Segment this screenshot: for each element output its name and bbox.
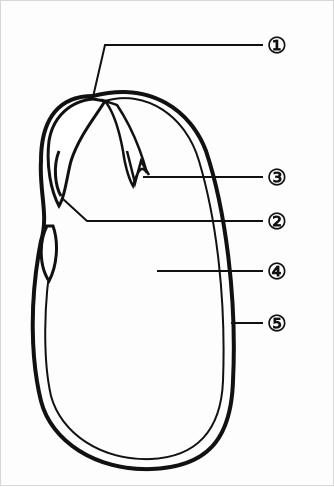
callout-1: ① xyxy=(267,33,287,59)
callout-4: ④ xyxy=(267,259,287,285)
callout-5: ⑤ xyxy=(267,311,287,337)
embryo-left-lobe xyxy=(41,226,56,281)
callout-2: ② xyxy=(267,209,287,235)
leader-line-2 xyxy=(63,199,263,221)
leader-line-1 xyxy=(93,45,263,97)
plumule-shape xyxy=(105,101,147,186)
callout-3: ③ xyxy=(267,165,287,191)
